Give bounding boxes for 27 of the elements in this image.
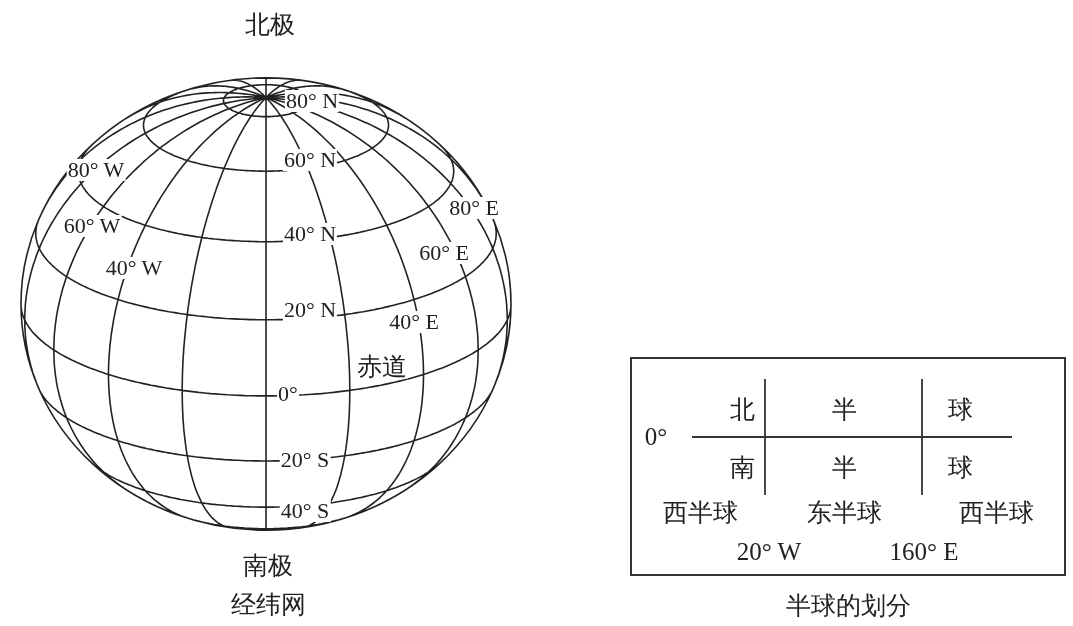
hemisphere-label: 西半球 bbox=[958, 499, 1034, 525]
latitude-label: 0° bbox=[644, 423, 668, 449]
longitude-label: 80° E bbox=[448, 197, 500, 219]
longitude-label: 60° W bbox=[62, 215, 122, 237]
equator-label: 赤道 bbox=[356, 353, 408, 379]
longitude-label: 80° W bbox=[66, 159, 126, 181]
hemisphere-label: 球 bbox=[947, 454, 973, 480]
hemisphere-label: 半 bbox=[831, 454, 857, 480]
pole-label: 南极 bbox=[243, 552, 293, 578]
longitude-label: 60° E bbox=[418, 242, 470, 264]
hemisphere-label: 北 bbox=[729, 396, 755, 422]
hemisphere-label: 东半球 bbox=[806, 499, 882, 525]
longitude-label: 40° W bbox=[104, 257, 164, 279]
hemisphere-label: 球 bbox=[947, 396, 973, 422]
pole-label: 北极 bbox=[245, 11, 295, 37]
latitude-label: 80° N bbox=[284, 90, 340, 112]
hemisphere-label: 半 bbox=[831, 396, 857, 422]
latitude-label: 40° N bbox=[282, 223, 338, 245]
caption: 经纬网 bbox=[230, 591, 306, 617]
hemisphere-label: 南 bbox=[729, 454, 755, 480]
longitude-label: 40° E bbox=[388, 311, 440, 333]
hemisphere-label: 西半球 bbox=[662, 499, 738, 525]
hemisphere-table-box bbox=[630, 357, 1066, 576]
longitude-label: 20° W bbox=[736, 538, 802, 564]
latitude-label: 40° S bbox=[279, 500, 331, 522]
latitude-label: 60° N bbox=[282, 149, 338, 171]
longitude-label: 160° E bbox=[889, 538, 959, 564]
